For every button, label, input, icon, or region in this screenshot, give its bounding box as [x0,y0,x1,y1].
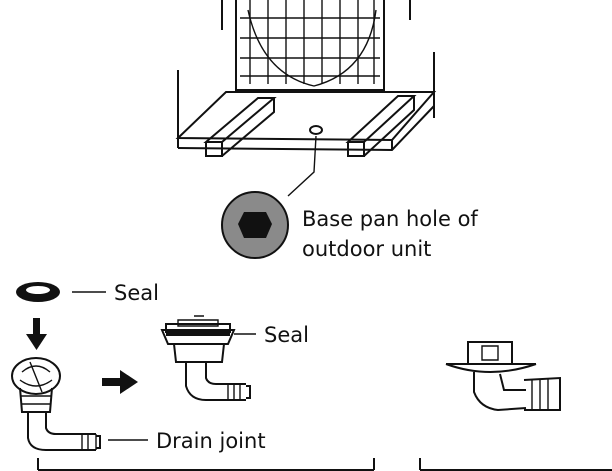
right-bracket [420,458,612,470]
installed-joint-illustration [446,342,560,410]
left-bracket [38,458,374,470]
seal-label-top: Seal [114,281,159,305]
base-pan-hole [310,126,322,134]
fan-grille [236,0,384,90]
joint-with-seal-illustration [162,316,250,400]
hole-label-line1: Base pan hole of [302,207,478,231]
hole-leader-line [288,136,316,196]
drain-joint-illustration [12,358,100,450]
seal-label-right: Seal [264,323,309,347]
right-arrow-icon [102,370,138,394]
drain-joint-label: Drain joint [156,429,266,453]
hole-label-line2: outdoor unit [302,237,431,261]
outdoor-unit-illustration [178,0,434,156]
seal-ring [16,282,60,302]
down-arrow-icon [26,318,47,350]
magnified-hole [222,192,288,258]
left-foot-strip [206,98,274,156]
